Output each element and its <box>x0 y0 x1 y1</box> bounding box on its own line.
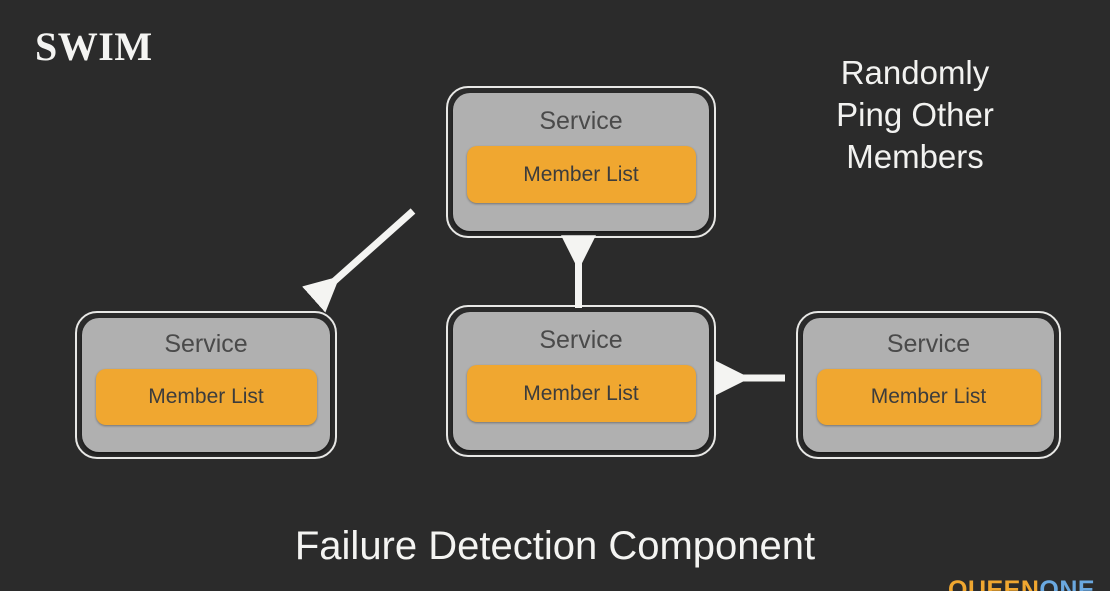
service-node-body: Service Member List <box>803 318 1054 452</box>
member-list-label: Member List <box>523 381 639 405</box>
annotation-line-2: Ping Other <box>836 96 994 133</box>
member-list-label: Member List <box>523 162 639 186</box>
ping-arrow-horizontal-icon <box>715 360 785 396</box>
footer-caption: Failure Detection Component <box>294 524 816 568</box>
annotation-line-3: Members <box>846 138 984 175</box>
service-node-body: Service Member List <box>82 318 330 452</box>
service-node-right[interactable]: Service Member List <box>796 311 1061 459</box>
member-list-box[interactable]: Member List <box>466 146 696 203</box>
wordmark-part-b: ONE <box>1039 576 1096 591</box>
ping-arrow-vertical-icon <box>561 235 596 308</box>
wordmark-logo: QUEENONE <box>948 576 1095 591</box>
service-node-body: Service Member List <box>453 312 709 450</box>
page-title: SWIM <box>35 24 153 69</box>
service-node-top[interactable]: Service Member List <box>446 86 716 238</box>
service-node-title: Service <box>886 330 971 358</box>
member-list-box[interactable]: Member List <box>95 369 317 425</box>
annotation-randomly-ping-other-members: Randomly Ping Other Members <box>800 52 1030 178</box>
service-node-center[interactable]: Service Member List <box>446 305 716 457</box>
member-list-box[interactable]: Member List <box>466 365 696 422</box>
annotation-line-1: Randomly <box>840 54 990 91</box>
ping-arrow-diagonal-icon <box>302 208 416 313</box>
wordmark-part-a: QUEEN <box>948 576 1040 591</box>
service-node-body: Service Member List <box>453 93 709 231</box>
service-node-title: Service <box>539 326 623 354</box>
member-list-label: Member List <box>870 385 987 408</box>
service-node-title: Service <box>539 107 623 135</box>
member-list-label: Member List <box>148 385 264 408</box>
member-list-box[interactable]: Member List <box>816 369 1041 425</box>
service-node-title: Service <box>164 330 248 358</box>
service-node-left[interactable]: Service Member List <box>75 311 337 459</box>
